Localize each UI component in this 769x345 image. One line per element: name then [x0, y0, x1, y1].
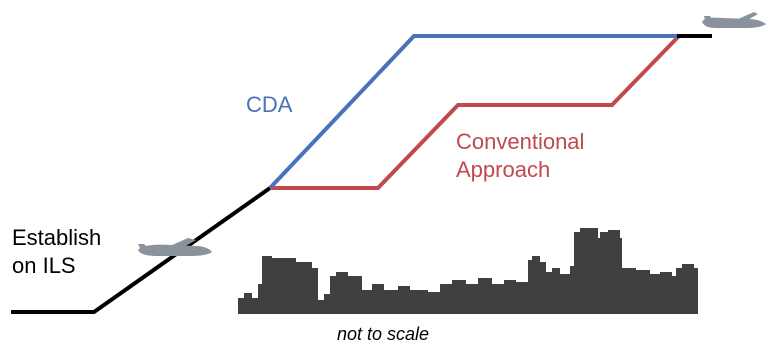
conventional-label-line2: Approach	[456, 157, 550, 182]
establish-label-line2: on ILS	[12, 253, 76, 278]
cda-label: CDA	[246, 92, 293, 117]
establish-label-line1: Establish	[12, 225, 101, 250]
airplane-icon	[138, 238, 212, 256]
airplane-icon	[702, 12, 766, 28]
city-skyline-icon	[238, 228, 698, 314]
ils-path	[11, 186, 272, 314]
conventional-label-line1: Conventional	[456, 129, 584, 154]
conventional-approach-path	[270, 34, 681, 190]
not-to-scale-note: not to scale	[337, 324, 429, 344]
cda-path	[268, 34, 679, 190]
